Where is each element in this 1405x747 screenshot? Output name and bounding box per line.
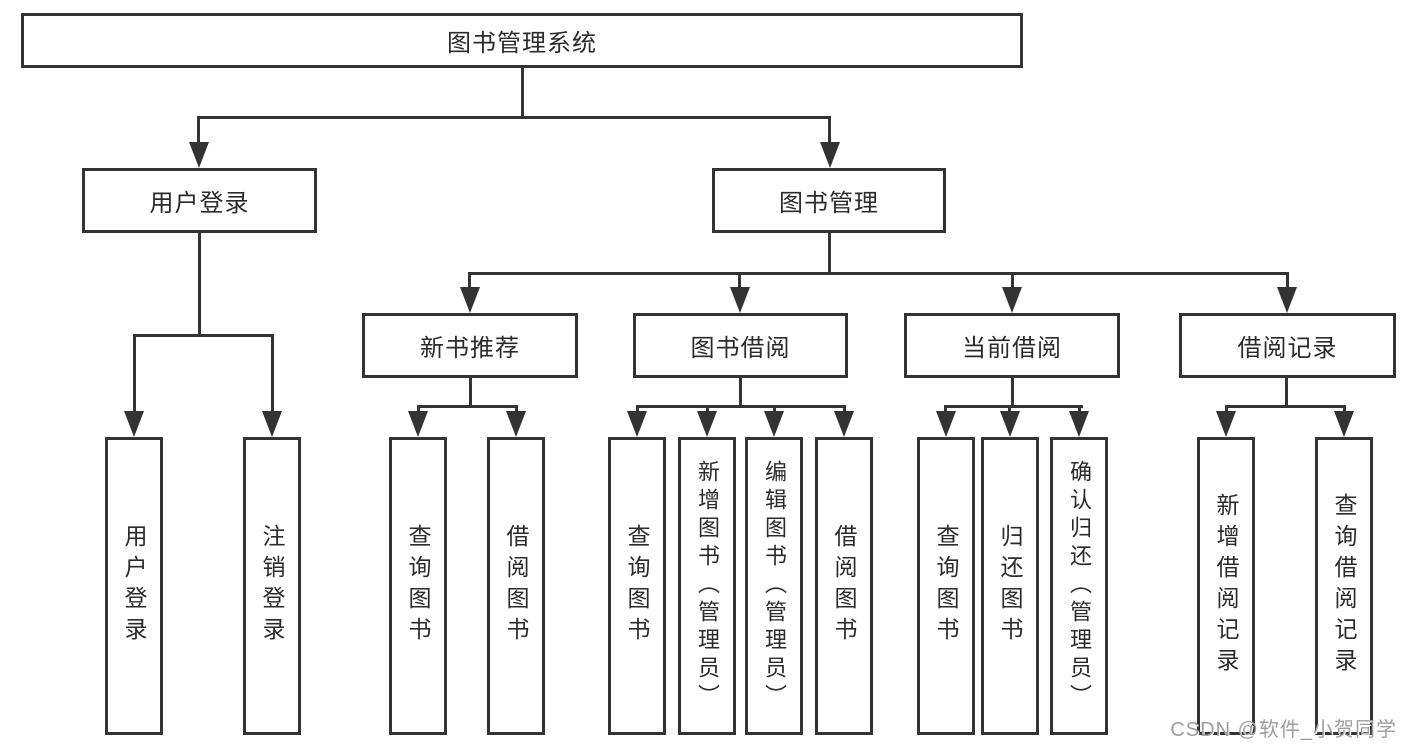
node-new-book-recommend: 新书推荐 [362,313,578,378]
node-borrow-records: 借阅记录 [1179,313,1396,378]
arrowhead [1000,411,1020,437]
connector-stem [469,378,472,407]
connector-drop [417,405,420,415]
connector-stem [739,378,742,407]
connector-user-login-children [133,334,274,337]
connector-book-management-stem [828,233,831,274]
node-label: 借阅图书 [831,524,857,648]
arrowhead [834,411,854,437]
arrowhead [697,411,717,437]
leaf-query-books-recommend: 查询图书 [389,437,447,735]
arrowhead [764,411,784,437]
node-label: 新增图书（管理员） [695,460,720,712]
leaf-confirm-return-admin: 确认归还（管理员） [1050,437,1108,735]
csdn-watermark: CSDN @软件_小贺同学 [1170,719,1397,741]
node-user-login: 用户登录 [82,168,317,233]
node-label: 借阅记录 [1237,335,1338,362]
connector-user-login-stem [198,233,201,336]
connector-drop [1008,405,1011,415]
connector-drop [636,405,639,415]
connector-drop [773,405,776,415]
connector-drop [843,405,846,415]
arrowhead [820,142,840,168]
connector-children [944,405,1083,408]
arrowhead [1334,411,1354,437]
connector-drop [271,334,274,413]
arrowhead [1002,287,1022,313]
node-label: 用户登录 [121,524,147,648]
node-label: 确认归还（管理员） [1067,460,1092,712]
arrowhead [936,411,956,437]
node-label: 新书推荐 [420,335,520,362]
connector-drop [1011,272,1014,289]
connector-drop [133,334,136,413]
arrowhead [506,411,526,437]
connector-stem [1011,378,1014,407]
arrowhead [189,142,209,168]
leaf-query-books-current: 查询图书 [917,437,975,735]
node-label: 图书借阅 [690,335,791,362]
leaf-query-books-borrow: 查询图书 [608,437,666,735]
leaf-edit-book-admin: 编辑图书（管理员） [745,437,803,735]
node-label: 注销登录 [259,524,285,648]
arrowhead [1216,411,1236,437]
connector-stem [1285,378,1288,407]
connector-drop [1225,405,1228,415]
connector-drop [1343,405,1346,415]
node-label: 用户登录 [149,190,250,217]
connector-children [417,405,518,408]
node-label: 查询图书 [624,524,650,648]
node-current-borrow: 当前借阅 [904,313,1120,378]
node-label: 编辑图书（管理员） [762,460,787,712]
connector-drop [1286,272,1289,289]
leaf-borrow-books-recommend: 借阅图书 [487,437,545,735]
leaf-query-borrow-record: 查询借阅记录 [1315,437,1373,735]
connector-drop [1078,405,1081,415]
arrowhead [730,287,750,313]
leaf-logout: 注销登录 [243,437,301,735]
node-label: 查询图书 [405,524,431,648]
leaf-return-books: 归还图书 [981,437,1039,735]
connector-drop [515,405,518,415]
node-label: 当前借阅 [962,335,1062,362]
arrowhead [262,411,282,437]
node-label: 查询图书 [933,524,959,648]
connector-level3 [468,272,1289,275]
arrowhead [408,411,428,437]
arrowhead [460,287,480,313]
leaf-user-login: 用户登录 [105,437,163,735]
arrowhead [1069,411,1089,437]
connector-drop [197,116,200,144]
node-label: 借阅图书 [503,524,529,648]
node-label: 查询借阅记录 [1331,493,1357,679]
node-label: 图书管理 [779,190,879,217]
node-library-management-system: 图书管理系统 [21,13,1023,68]
connector-drop [944,405,947,415]
leaf-add-borrow-record: 新增借阅记录 [1197,437,1255,735]
node-label: 新增借阅记录 [1213,493,1239,679]
leaf-borrow-books: 借阅图书 [815,437,873,735]
arrowhead [627,411,647,437]
connector-drop [706,405,709,415]
connector-drop [828,116,831,144]
connector-drop [468,272,471,289]
arrowhead [1277,287,1297,313]
node-book-borrow: 图书借阅 [633,313,848,378]
node-label: 归还图书 [997,524,1023,648]
connector-children [1225,405,1346,408]
connector-level2 [198,116,831,119]
connector-drop [738,272,741,289]
connector-children [636,405,845,408]
connector-root-stem [521,68,524,118]
arrowhead [124,411,144,437]
leaf-add-book-admin: 新增图书（管理员） [678,437,736,735]
node-label: 图书管理系统 [447,30,597,57]
node-book-management: 图书管理 [712,168,946,233]
